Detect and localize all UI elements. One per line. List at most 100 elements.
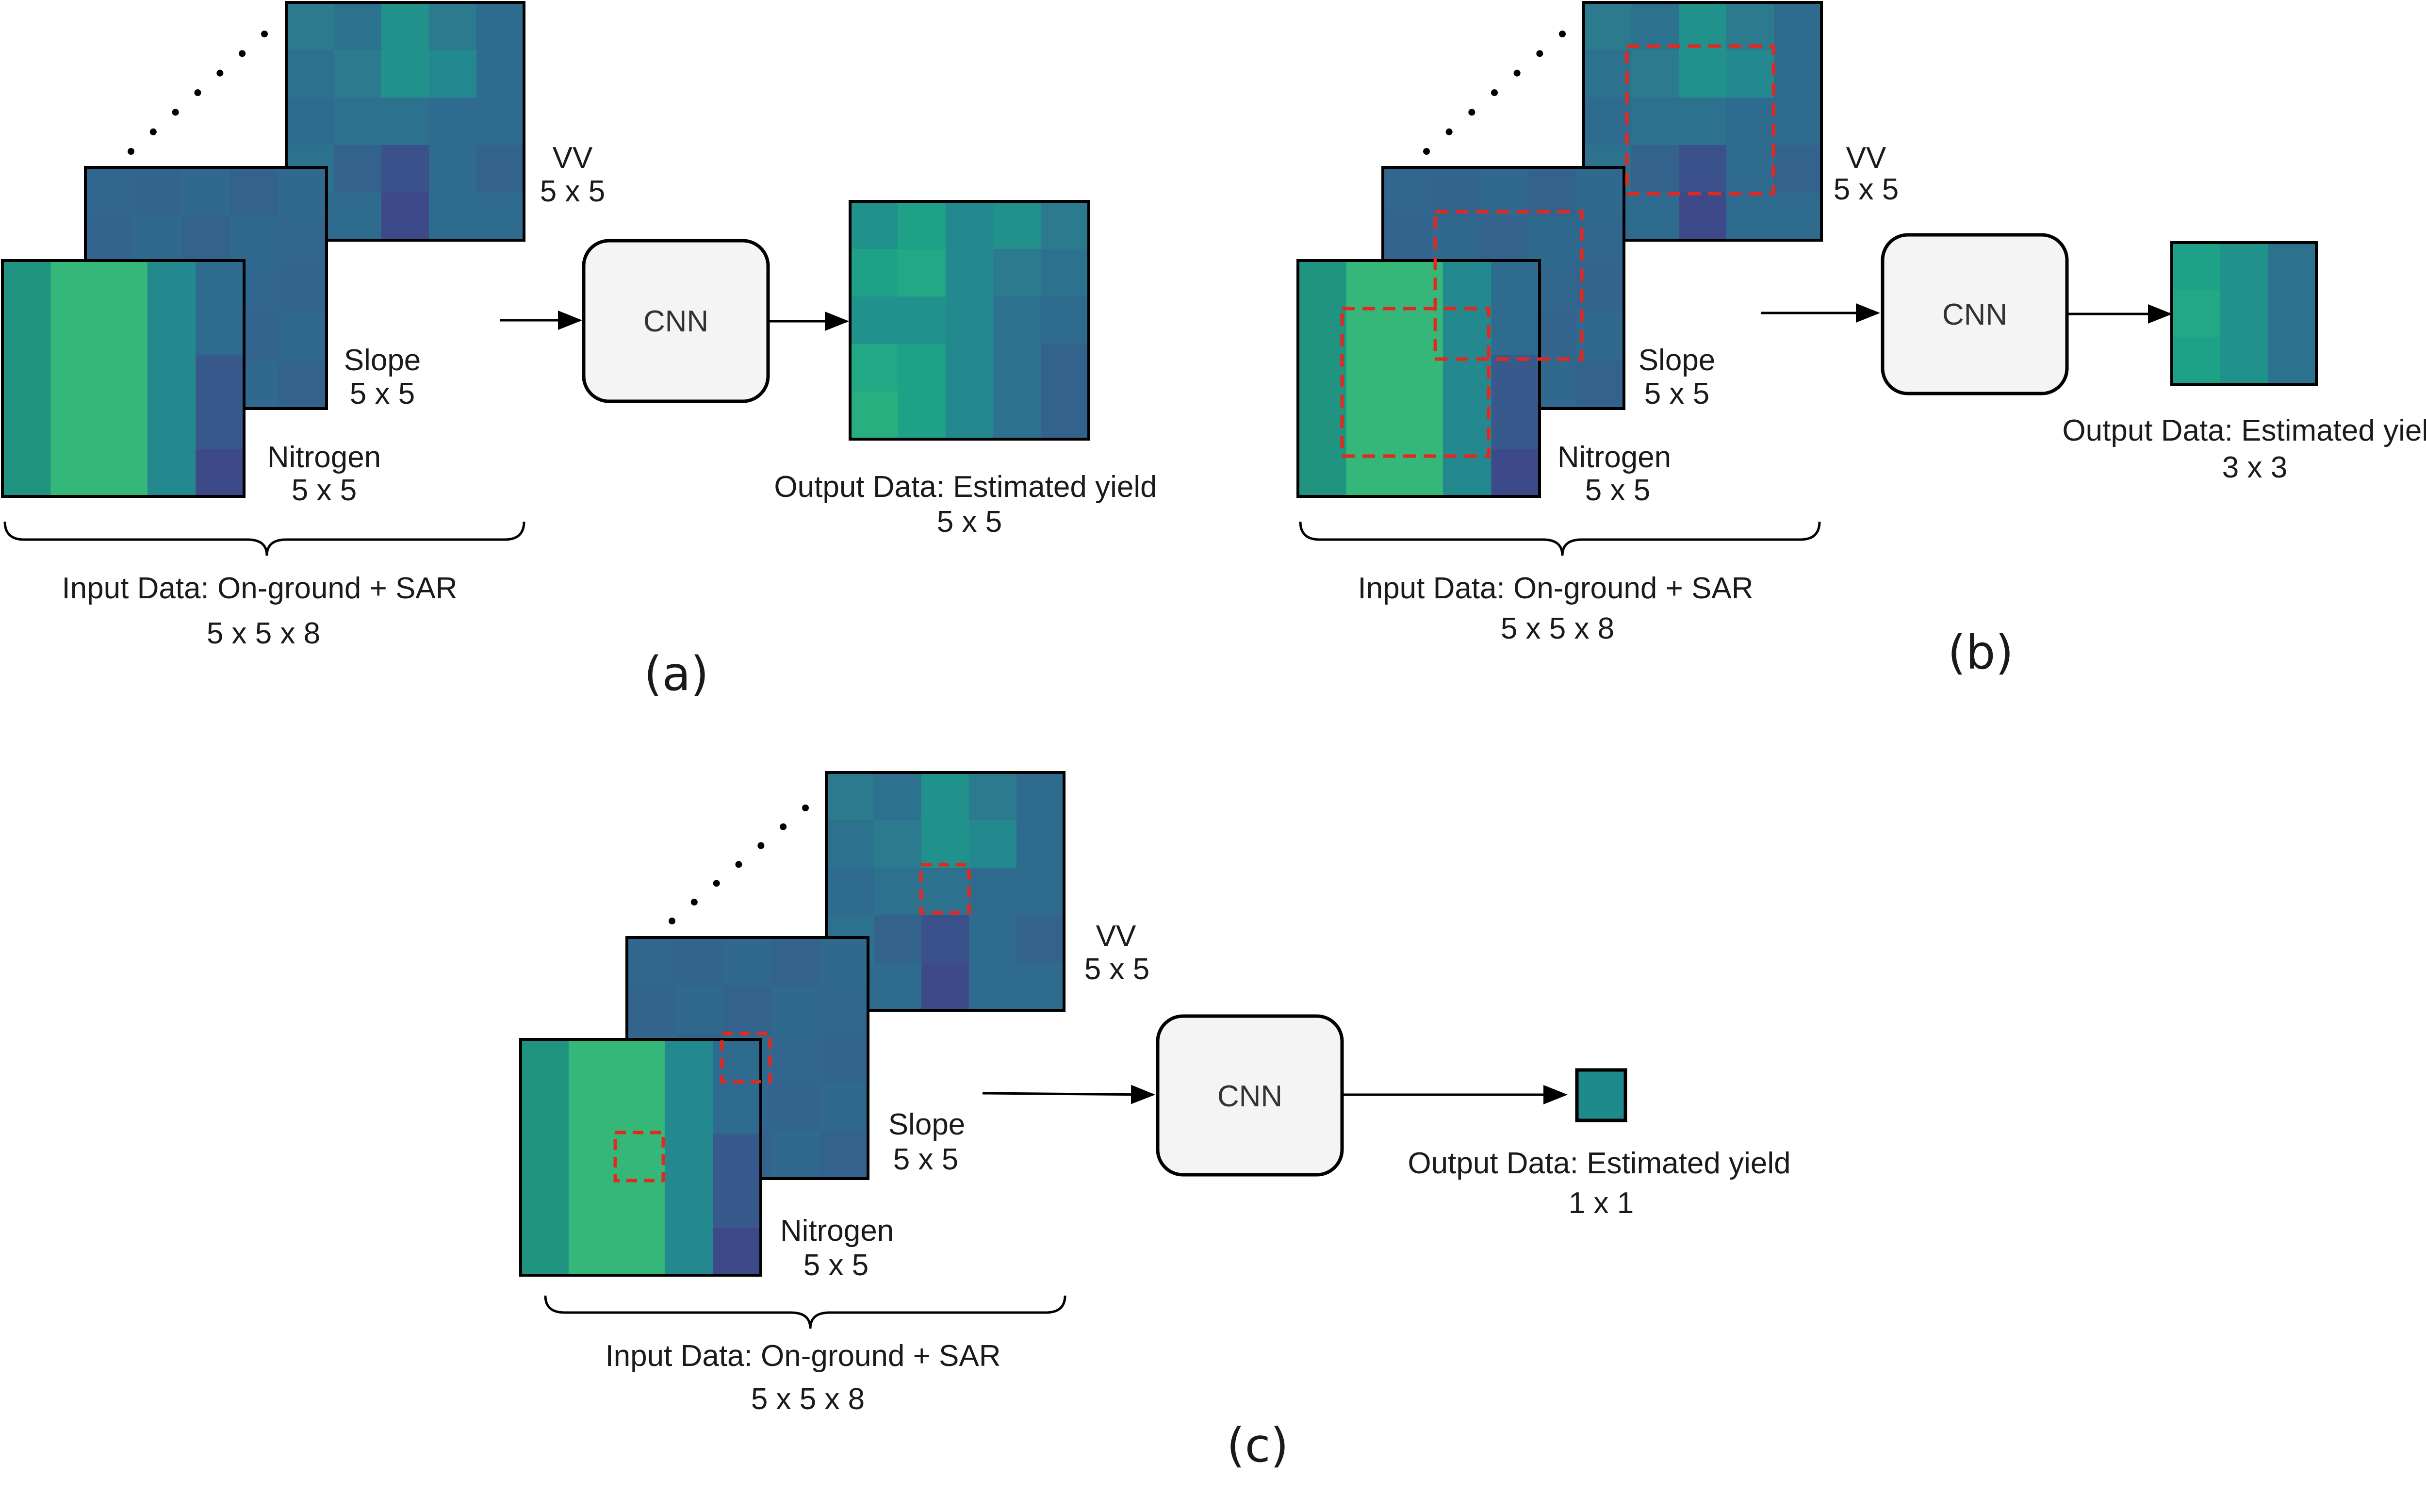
- grid-cell: [1726, 193, 1774, 241]
- grid-cell: [1679, 2, 1727, 50]
- grid-cell: [521, 1181, 569, 1229]
- grid-cell: [521, 1134, 569, 1182]
- grid-cell: [1442, 355, 1492, 403]
- grid-cell: [1491, 449, 1540, 497]
- grid-cell: [1679, 193, 1727, 241]
- grid-cell: [196, 449, 245, 497]
- grid-cell: [278, 312, 327, 361]
- grid-cell: [969, 868, 1017, 916]
- grid-cell: [476, 193, 525, 241]
- slope-label: Slope: [1639, 344, 1716, 377]
- grid-border: [1296, 259, 1541, 498]
- grid-cell: [874, 963, 922, 1011]
- grid-cell: [286, 2, 334, 50]
- grid-cell: [429, 2, 477, 50]
- grid-cell: [1575, 167, 1624, 216]
- grid-cell: [969, 820, 1017, 868]
- grid-cell: [1479, 167, 1528, 216]
- grid-cell: [286, 50, 334, 98]
- vv-dims: 5 x 5: [1834, 173, 1899, 206]
- grid-cell: [1631, 193, 1679, 241]
- grid-cell: [476, 145, 525, 193]
- grid-cell: [1527, 215, 1576, 264]
- grid-cell: [993, 296, 1042, 345]
- grid-cell: [1575, 360, 1624, 409]
- stack-dot: [780, 823, 787, 830]
- grid-cell: [1774, 50, 1822, 98]
- nitrogen-label: Nitrogen: [267, 441, 381, 474]
- stack-dot: [1445, 128, 1453, 135]
- nitrogen-dims: 5 x 5: [803, 1249, 869, 1282]
- grid-cell: [2172, 290, 2220, 338]
- grid-cell: [2, 449, 51, 497]
- stack-dot: [1536, 50, 1543, 57]
- grid-cell: [874, 772, 922, 821]
- arrow-in: [982, 1085, 1155, 1104]
- grid-cell: [569, 1181, 617, 1229]
- grid-cell: [874, 915, 922, 963]
- grid-cell: [334, 2, 382, 50]
- stack-dot: [216, 69, 224, 77]
- grid-cell: [921, 820, 969, 868]
- grid-cell: [874, 868, 922, 916]
- grid-cell: [1584, 98, 1632, 146]
- slope-dims: 5 x 5: [893, 1143, 958, 1176]
- grid-cell: [1679, 50, 1727, 98]
- grid-border: [1, 259, 246, 498]
- grid-cell: [521, 1228, 569, 1276]
- grid-cell: [476, 50, 525, 98]
- grid-cell: [993, 249, 1042, 297]
- cnn-label: CNN: [1942, 298, 2007, 331]
- grid-cell: [874, 820, 922, 868]
- input-dims: 5 x 5 x 8: [1501, 612, 1614, 645]
- grid-border: [285, 1, 525, 242]
- grid-cell: [921, 915, 969, 963]
- grid-cell: [1298, 449, 1347, 497]
- grid-cell: [1346, 402, 1395, 450]
- grid-cell: [2268, 337, 2317, 385]
- grid-cell: [1016, 772, 1065, 821]
- grid-cell: [1442, 261, 1492, 308]
- grid-cell: [713, 1039, 761, 1087]
- output-grid: [2170, 241, 2318, 386]
- grid-cell: [1383, 215, 1431, 264]
- vv-label: VV: [1096, 920, 1136, 953]
- grid-cell: [476, 98, 525, 146]
- input-brace: [544, 1295, 1066, 1329]
- output-dims: 3 x 3: [2222, 451, 2287, 484]
- grid-cell: [2220, 290, 2269, 338]
- vv-label: VV: [553, 141, 593, 175]
- grid-cell: [278, 167, 327, 216]
- grid-cell: [1491, 402, 1540, 450]
- grid-cell: [850, 392, 898, 440]
- output-grid: [849, 200, 1090, 441]
- grid-cell: [993, 201, 1042, 249]
- grid-cell: [945, 296, 994, 345]
- grid-cell: [99, 308, 148, 355]
- grid-cell: [1298, 308, 1347, 355]
- grid-cell: [381, 193, 429, 241]
- kernel-window-slope: [720, 1032, 772, 1084]
- grid-cell: [334, 50, 382, 98]
- grid-cell: [617, 1086, 665, 1134]
- grid-cell: [771, 1130, 820, 1179]
- grid-cell: [196, 355, 245, 403]
- input-dims: 5 x 5 x 8: [207, 617, 320, 650]
- stack-dot: [1423, 148, 1430, 155]
- input-dims: 5 x 5 x 8: [751, 1382, 865, 1416]
- grid-cell: [1631, 145, 1679, 193]
- grid-cell: [771, 1082, 820, 1131]
- grid-cell: [665, 1228, 713, 1276]
- grid-cell: [278, 263, 327, 312]
- grid-cell: [1041, 344, 1089, 392]
- cnn-label: CNN: [643, 305, 708, 338]
- grid-cell: [1631, 50, 1679, 98]
- grid-cell: [181, 215, 230, 264]
- grid-cell: [993, 344, 1042, 392]
- grid-cell: [1431, 167, 1480, 216]
- nitrogen-label: Nitrogen: [780, 1214, 894, 1248]
- grid-cell: [665, 1181, 713, 1229]
- grid-cell: [1041, 201, 1089, 249]
- grid-cell: [921, 772, 969, 821]
- grid-cell: [1346, 308, 1395, 355]
